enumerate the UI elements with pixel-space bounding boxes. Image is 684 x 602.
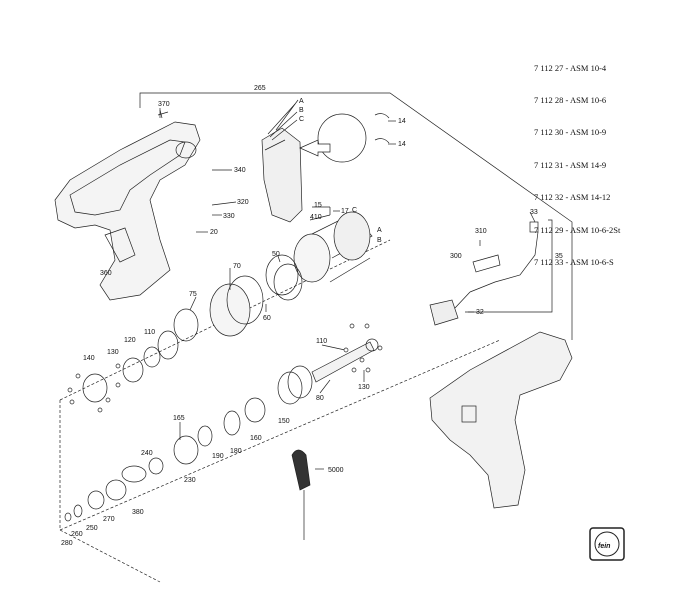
label-130-a: 130	[107, 349, 119, 356]
assembly-outline	[59, 400, 161, 583]
label-15: 15	[314, 202, 322, 209]
label-110-b: 110	[316, 338, 327, 345]
label-300: 300	[450, 253, 462, 260]
model-line: 7 112 27 - ASM 10-4	[534, 62, 607, 73]
label-C: C	[299, 116, 304, 123]
label-240: 240	[141, 450, 153, 457]
spring-150	[277, 365, 313, 405]
logo-wordmark: fein	[598, 543, 610, 550]
gearbox-70	[209, 275, 264, 337]
label-A: A	[299, 98, 304, 105]
label-260: 260	[71, 531, 83, 538]
model-line: 7 112 30 - ASM 10-9	[534, 127, 607, 138]
label-17: 17	[341, 208, 349, 215]
label-B2: B	[377, 237, 382, 244]
label-120: 120	[124, 337, 136, 344]
label-310: 310	[475, 228, 487, 235]
label-50: 50	[272, 251, 280, 258]
label-150: 150	[278, 418, 290, 425]
parts-75-120	[82, 308, 199, 403]
zoom-detail-circle	[317, 113, 367, 163]
handle-housing	[429, 331, 573, 509]
label-190: 190	[212, 453, 224, 460]
label-80: 80	[316, 395, 324, 402]
screwdriver-5000	[291, 449, 311, 540]
label-370: 370	[158, 101, 170, 108]
lower-parts	[64, 425, 213, 522]
label-35: 35	[555, 253, 563, 260]
ring-50	[265, 254, 303, 301]
motor	[293, 211, 373, 283]
label-75: 75	[189, 291, 197, 298]
label-270: 270	[103, 516, 115, 523]
label-60: 60	[263, 315, 271, 322]
model-line: 7 112 31 - ASM 14-9	[534, 159, 607, 170]
label-340: 340	[234, 167, 246, 174]
label-160: 160	[250, 435, 262, 442]
model-line: 7 112 29 - ASM 10-6-2St	[534, 224, 621, 235]
label-230: 230	[184, 477, 196, 484]
leader-lines	[159, 99, 536, 470]
housing-half	[54, 121, 201, 301]
label-14-b: 14	[398, 141, 406, 148]
model-line: 7 112 32 - ASM 14-12	[534, 192, 611, 203]
label-70: 70	[233, 263, 241, 270]
label-280: 280	[61, 540, 73, 547]
label-5000: 5000	[328, 467, 344, 474]
model-number-list: 7 112 27 - ASM 10-4 7 112 28 - ASM 10-6 …	[534, 41, 620, 279]
label-410: 410	[310, 214, 322, 221]
label-265: 265	[254, 85, 266, 92]
switch-wiring	[429, 221, 539, 326]
label-20: 20	[210, 229, 218, 236]
electronics-board	[261, 103, 303, 223]
label-130-b: 130	[358, 384, 370, 391]
model-line: 7 112 28 - ASM 10-6	[534, 94, 607, 105]
label-380: 380	[132, 509, 144, 516]
spindle-80	[311, 338, 379, 383]
label-33: 33	[530, 209, 538, 216]
label-180: 180	[230, 448, 242, 455]
label-C2: C	[352, 207, 357, 214]
label-A2: A	[377, 227, 382, 234]
label-320: 320	[237, 199, 249, 206]
label-B: B	[299, 107, 304, 114]
label-250: 250	[86, 525, 98, 532]
label-360: 360	[100, 270, 112, 277]
part-labels: 265 370 A B C 14 14 340 320 330 20 360 1…	[61, 85, 563, 547]
label-14-a: 14	[398, 118, 406, 125]
label-330: 330	[223, 213, 235, 220]
bracket-265	[139, 92, 573, 340]
fein-logo: fein	[589, 527, 625, 561]
label-32: 32	[476, 309, 484, 316]
label-165: 165	[173, 415, 185, 422]
label-140: 140	[83, 355, 95, 362]
fastener-dots	[67, 323, 383, 413]
model-line: 7 112 33 - ASM 10-6-S	[534, 256, 614, 267]
label-110-a: 110	[144, 329, 155, 336]
